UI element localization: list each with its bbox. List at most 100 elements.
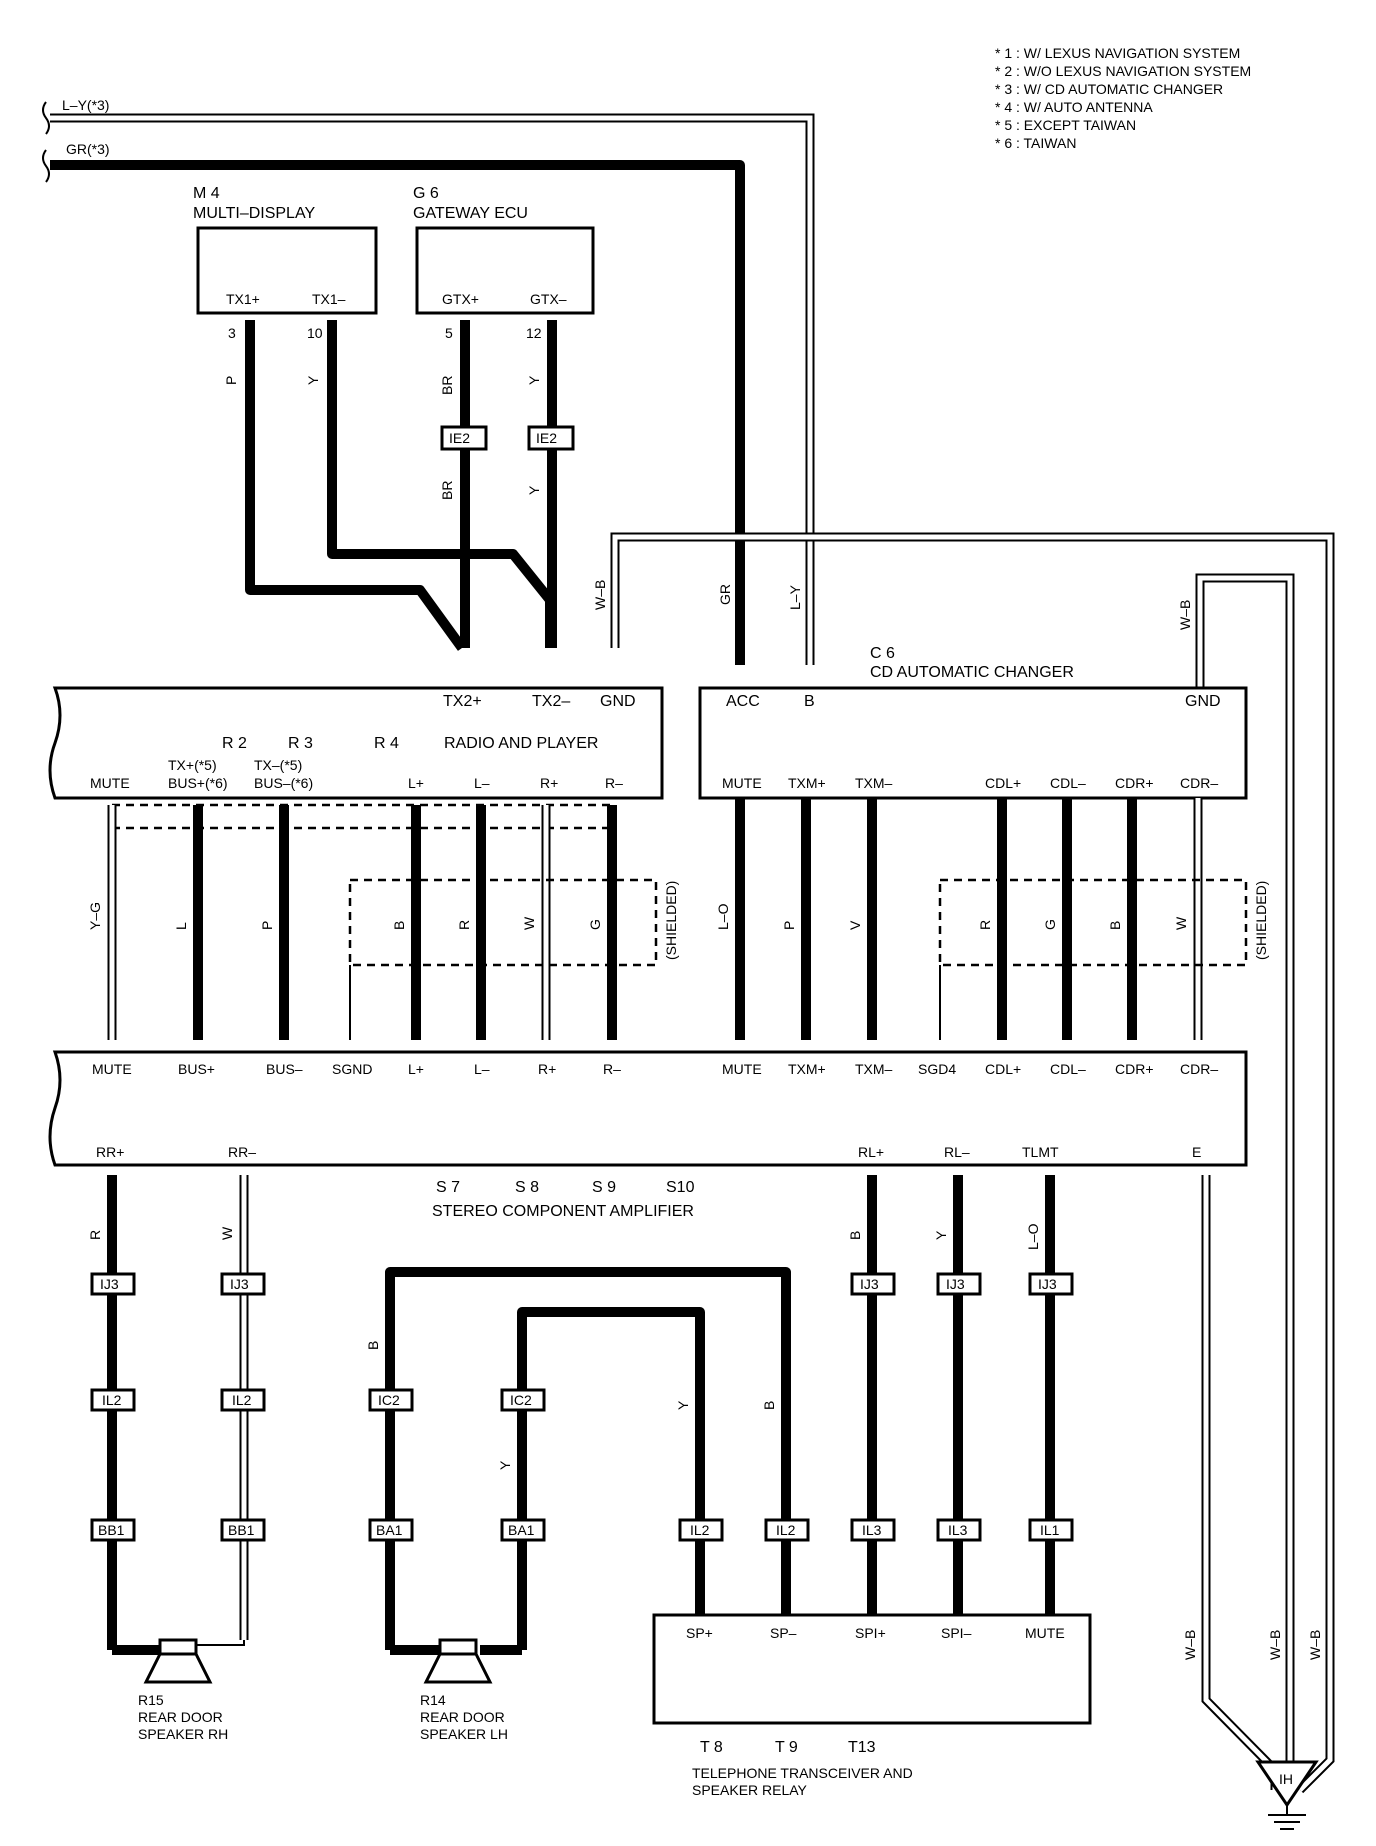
tel-pin-spp: SP+: [686, 1625, 713, 1641]
wire-color-y-4: Y: [933, 1230, 949, 1240]
c6-name: CD AUTOMATIC CHANGER: [870, 664, 1074, 681]
shielded-label-radio: (SHIELDED): [663, 881, 679, 960]
connector-ba1-label-1: BA1: [376, 1522, 403, 1538]
tel-name-2: SPEAKER RELAY: [692, 1782, 808, 1798]
connector-il2-label-2: IL2: [232, 1392, 252, 1408]
m4-box: [196, 226, 378, 315]
tel-box: [652, 1613, 1092, 1725]
wire-color-lo-2: L–O: [1025, 1223, 1041, 1250]
radio-box: [48, 686, 664, 800]
amp-pin-cdlp: CDL+: [985, 1061, 1021, 1077]
wire-color-br: BR: [439, 376, 455, 395]
note-3: * 3 : W/ CD AUTOMATIC CHANGER: [995, 81, 1223, 97]
wire-color-b-5: B: [761, 1401, 777, 1410]
m4-pin-num-3: 3: [228, 325, 236, 341]
c6-pin-gnd: GND: [1185, 693, 1221, 710]
wire-color-y-3: Y: [526, 485, 542, 495]
amp-name: STEREO COMPONENT AMPLIFIER: [432, 1203, 694, 1220]
connector-il2-2: [220, 1388, 266, 1412]
connector-il3-2: [936, 1518, 982, 1542]
amp-pin-cdrm: CDR–: [1180, 1061, 1218, 1077]
wire-color-r-3: R: [87, 1230, 103, 1240]
wire-color-br-2: BR: [439, 481, 455, 500]
radio-pin-txm: TX–(*5): [254, 757, 302, 773]
note-5: * 5 : EXCEPT TAIWAN: [995, 117, 1136, 133]
shielded-label-cd: (SHIELDED): [1253, 881, 1269, 960]
tel-pin-spim: SPI–: [941, 1625, 972, 1641]
radio-pin-rm: R–: [605, 775, 623, 791]
g6-box: [415, 226, 595, 315]
radio-pin-dashes: [112, 803, 612, 830]
connector-ie2-label-1: IE2: [449, 430, 470, 446]
connector-ij3-label-2: IJ3: [230, 1276, 249, 1292]
notes-legend: * 1 : W/ LEXUS NAVIGATION SYSTEM * 2 : W…: [995, 45, 1251, 151]
r15-name-1: REAR DOOR: [138, 1709, 223, 1725]
ground-label: IH: [1279, 1771, 1293, 1787]
connector-ba1-1: [368, 1518, 414, 1542]
connector-il2-3: [678, 1518, 724, 1542]
radio-pin-lm: L–: [474, 775, 490, 791]
connector-ic2-label-2: IC2: [510, 1392, 532, 1408]
lower-wires: R W B Y L–O B Y B Y: [87, 1175, 1055, 1655]
amp-pin-mute-2: MUTE: [722, 1061, 762, 1077]
connector-ic2-1: [368, 1388, 414, 1412]
c6-pin-cdrm: CDR–: [1180, 775, 1218, 791]
amp-pin-txmp: TXM+: [788, 1061, 826, 1077]
speaker-rh: R15 REAR DOOR SPEAKER RH: [138, 1638, 245, 1742]
connector-ie2-2: [527, 425, 575, 451]
connector-ij3-5: [1028, 1272, 1074, 1296]
tel-pin-spm: SP–: [770, 1625, 797, 1641]
connector-ic2-2: [500, 1388, 546, 1412]
ground-ih: IH: [1255, 1760, 1319, 1830]
wire-color-ly-c6: L–Y: [787, 584, 803, 610]
ground-icon: [1255, 1760, 1319, 1808]
wire-color-w-2: W: [1173, 916, 1189, 930]
note-4: * 4 : W/ AUTO ANTENNA: [995, 99, 1153, 115]
c6-pin-mute: MUTE: [722, 775, 762, 791]
amp-pin-lm: L–: [474, 1061, 490, 1077]
connector-bb1-1: [90, 1518, 136, 1542]
wire-color-w: W: [521, 916, 537, 930]
wire-color-yg: Y–G: [87, 902, 103, 930]
wire-color-l: L: [173, 922, 189, 930]
c6-pin-acc: ACC: [726, 693, 760, 710]
amp-pin-cdrp: CDR+: [1115, 1061, 1154, 1077]
wire-color-b-2: B: [1107, 921, 1123, 930]
connector-ba1-label-2: BA1: [508, 1522, 535, 1538]
radio-and-player: TX2+ TX2– GND R 2 R 3 R 4 RADIO AND PLAY…: [48, 686, 664, 800]
amp-pin-txmm: TXM–: [855, 1061, 893, 1077]
connector-bb1-label-1: BB1: [98, 1522, 125, 1538]
amp-pin-busm: BUS–: [266, 1061, 303, 1077]
connector-il1: [1028, 1518, 1074, 1542]
radio-pin-tx2p: TX2+: [443, 693, 482, 710]
wire-color-g: G: [587, 919, 603, 930]
connector-il1-label: IL1: [1040, 1522, 1060, 1538]
connector-ij3-label-3: IJ3: [860, 1276, 879, 1292]
amp-id-s8: S 8: [515, 1179, 539, 1196]
wire-color-r: R: [456, 920, 472, 930]
wire-color-p: P: [223, 376, 239, 385]
amp-pin-cdlm: CDL–: [1050, 1061, 1086, 1077]
speaker-lh-icon: [438, 1638, 478, 1656]
g6-pin-gtxp: GTX+: [442, 291, 479, 307]
m4-name: MULTI–DISPLAY: [193, 205, 315, 222]
wire-color-gr-c6: GR: [717, 584, 733, 605]
connector-ij3-1: [90, 1272, 136, 1296]
wire-color-r-2: R: [977, 920, 993, 930]
radio-id-r4: R 4: [374, 735, 399, 752]
radio-id-r3: R 3: [288, 735, 313, 752]
tel-id-t8: T 8: [700, 1739, 723, 1756]
wire-color-wb-c6: W–B: [1177, 600, 1193, 630]
r15-name-2: SPEAKER RH: [138, 1726, 228, 1742]
radio-pin-mute: MUTE: [90, 775, 130, 791]
amp-pin-rrm: RR–: [228, 1144, 256, 1160]
m4-multi-display: M 4 MULTI–DISPLAY TX1+ TX1– 3 10: [193, 185, 378, 341]
c6-pin-b: B: [804, 693, 815, 710]
connector-ic2-label-1: IC2: [378, 1392, 400, 1408]
connector-ij3-label-5: IJ3: [1038, 1276, 1057, 1292]
connector-ij3-label-1: IJ3: [100, 1276, 119, 1292]
c6-box: [698, 686, 1248, 800]
wire-color-y-6: Y: [497, 1460, 513, 1470]
wire-color-p-3: P: [781, 921, 797, 930]
